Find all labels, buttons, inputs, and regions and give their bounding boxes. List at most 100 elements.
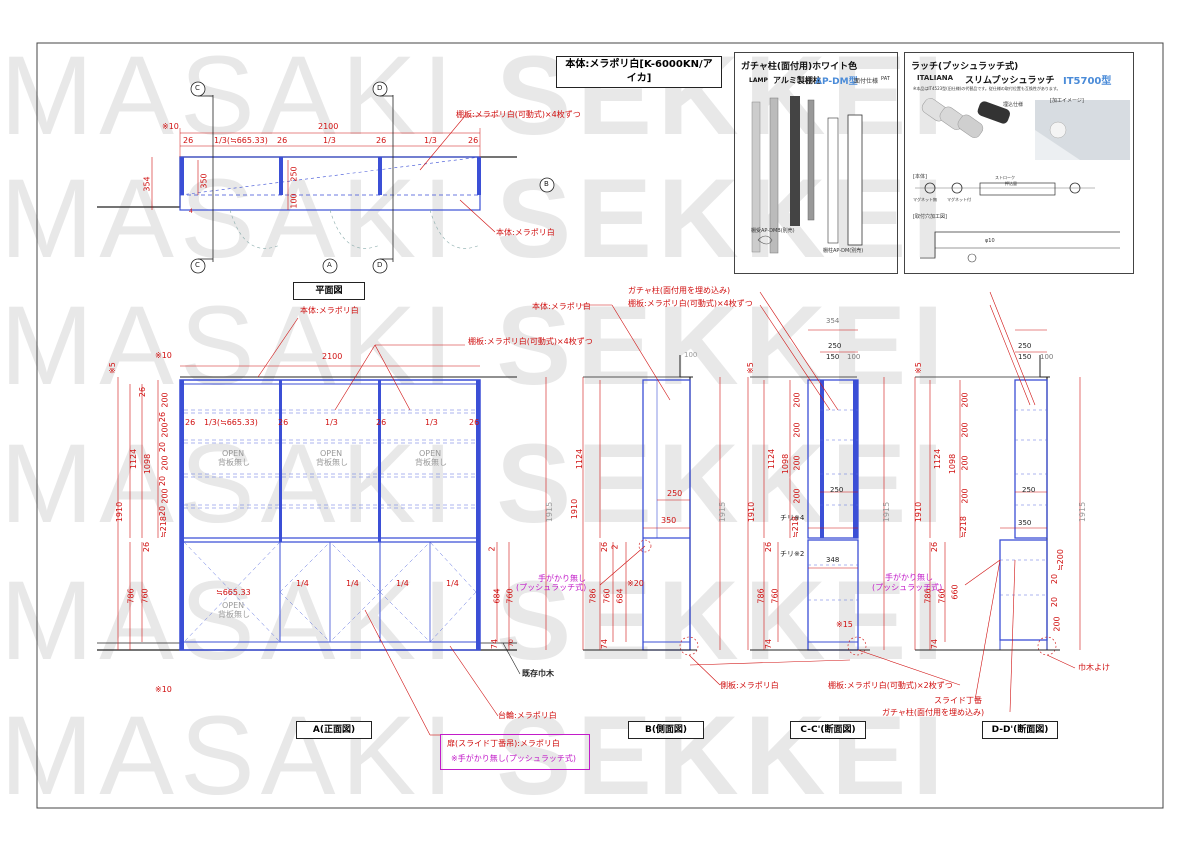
front-col-5: 1/3 — [425, 418, 438, 427]
sec-c-shelf-note: 棚板:メラポリ白(可動式)×4枚ずつ — [628, 299, 753, 308]
front-title: A(正面図) — [296, 721, 372, 739]
front-upper-dim-9: ≒218 — [158, 516, 168, 538]
sec-d-grip-note-2: (プッシュラッチ式) — [872, 583, 943, 592]
sec-d-low-1: 20 — [1050, 573, 1060, 585]
gacha-product: アルミ製棚柱 — [773, 76, 821, 85]
sec-c-d100: 100 — [847, 353, 861, 361]
sec-c-d250: 250 — [828, 342, 842, 350]
side-h786: 786 — [588, 588, 598, 604]
sec-d-low-4: 200 — [1052, 616, 1062, 632]
front-col-6: 26 — [469, 418, 480, 427]
sec-d-up-7: 200 — [960, 488, 970, 504]
sec-c-note5: ※5 — [745, 362, 755, 374]
plan-total-width: 2100 — [318, 122, 339, 131]
sec-c-up-5: 200 — [792, 455, 802, 471]
plan-view-b-label: B — [544, 180, 549, 188]
latch-label-tip: 埋込仕様 — [1003, 102, 1024, 108]
sec-d-d250-inner: 250 — [1022, 486, 1036, 494]
side-view — [580, 304, 721, 686]
sec-d-h26: 26 — [930, 541, 940, 553]
latch-dim-stroke: ストローク — [995, 175, 1015, 180]
gacha-brand: LAMP — [749, 77, 768, 84]
section-c — [689, 291, 961, 686]
sec-d-d250: 250 — [1018, 342, 1032, 350]
front-note10-top: ※10 — [155, 351, 172, 360]
side-title: B(側面図) — [628, 721, 704, 739]
watermark-row: MASAKI SEKKEI — [0, 558, 950, 683]
sec-c-h1098: 1098 — [781, 453, 791, 475]
latch-panel: ラッチ(プッシュラッチ式) ITALIANA スリムプッシュラッチ IT5700… — [904, 52, 1134, 274]
front-quarter-3: 1/4 — [446, 579, 459, 588]
sec-d-hinge-note: スライド丁番 — [934, 696, 982, 705]
sec-d-up-5: 200 — [960, 455, 970, 471]
plan-d4: 4 — [189, 208, 193, 215]
front-h684: 684 — [492, 588, 502, 604]
sec-d-d350: 350 — [1018, 519, 1032, 527]
front-h1098: 1098 — [143, 453, 153, 475]
plan-depth: 354 — [142, 176, 152, 192]
side-d350: 350 — [661, 516, 677, 525]
sec-c-chiri4: チリ※4 — [780, 514, 805, 522]
front-quarter-0: 1/4 — [296, 579, 309, 588]
latch-dim-push: 押込量 — [1005, 181, 1017, 186]
sec-c-d150: 150 — [826, 353, 840, 361]
front-upper-dim-6: 20 — [158, 475, 168, 487]
plan-d350: 350 — [199, 173, 209, 189]
side-h1124: 1124 — [575, 448, 585, 470]
front-h74: 74 — [490, 638, 500, 650]
front-door-note: 扉(スライド丁番吊):メラポリ白 — [447, 739, 560, 748]
gacha-spec: 面付仕様 — [854, 78, 879, 85]
latch-panel-art — [915, 98, 1130, 263]
sec-c-h26: 26 — [764, 541, 774, 553]
gacha-panel-art — [751, 96, 863, 254]
plan-view — [97, 81, 555, 274]
latch-label-hole: [取付穴加工図] — [913, 214, 947, 220]
side-h26: 26 — [600, 541, 610, 553]
side-grip-note-2: (プッシュラッチ式) — [516, 583, 587, 592]
sec-c-d250-inner: 250 — [830, 486, 844, 494]
front-col-2: 26 — [278, 418, 289, 427]
latch-note: ※本品はIT4523型(旧仕様)の代替品です。従仕様の取付位置も互換性があります… — [913, 86, 1061, 91]
latch-magnet-2: マグネット付 — [947, 197, 971, 202]
front-upper-dim-4: 20 — [158, 441, 168, 453]
front-upper-dim-3: 200 — [160, 422, 170, 438]
front-col-3: 1/3 — [325, 418, 338, 427]
sec-c-title: C-C'(断面図) — [790, 721, 866, 739]
plan-title: 平面図 — [293, 282, 365, 300]
sec-d-title: D-D'(断面図) — [982, 721, 1058, 739]
sec-d-up-3: 200 — [960, 422, 970, 438]
sec-c-note15: ※15 — [836, 620, 853, 629]
front-col-4: 26 — [376, 418, 387, 427]
sec-d-low-3: 20 — [1050, 596, 1060, 608]
sec-d-up-9: ≒218 — [958, 516, 968, 538]
side-h1915: 1915 — [718, 501, 728, 523]
sec-d-grip-note-1: 手がかり無し — [885, 573, 933, 582]
gacha-panel: ガチャ柱(面付用)ホワイト色 LAMP アルミ製棚柱 AP-DM型 面付仕様 P… — [734, 52, 898, 274]
front-open-3a: OPEN — [419, 449, 442, 458]
front-h760: 760 — [140, 588, 150, 604]
latch-panel-title: ラッチ(プッシュラッチ式) — [911, 62, 1019, 72]
gacha-panel-title: ガチャ柱(面付用)ホワイト色 — [741, 62, 858, 72]
plan-dim-3: 1/3 — [323, 136, 336, 145]
plan-d250: 250 — [289, 166, 299, 182]
latch-label-image: [加工イメージ] — [1050, 98, 1084, 104]
front-upper-dim-5: 200 — [160, 455, 170, 471]
sec-c-h1124: 1124 — [767, 448, 777, 470]
gacha-note-2: 棚柱AP-DM(別売) — [823, 248, 864, 254]
plan-section-d-label-top: D — [377, 84, 383, 92]
sec-d-up-1: 200 — [960, 392, 970, 408]
side-h74: 74 — [600, 638, 610, 650]
side-side-note: 側板:メラポリ白 — [720, 681, 779, 690]
watermark-row: MASAKI SEKKEI — [0, 156, 950, 281]
plan-dim-0: 26 — [183, 136, 194, 145]
latch-brand: ITALIANA — [917, 74, 954, 82]
sec-d-h1910: 1910 — [914, 501, 924, 523]
plan-section-c-label-bottom: C — [195, 261, 200, 269]
latch-product: スリムプッシュラッチ — [965, 76, 1055, 86]
side-h1910: 1910 — [570, 498, 580, 520]
sec-d-note5: ※5 — [913, 362, 923, 374]
latch-label-product: [本体] — [913, 174, 927, 180]
front-h26: 26 — [142, 541, 152, 553]
sec-c-up-3: 200 — [792, 422, 802, 438]
